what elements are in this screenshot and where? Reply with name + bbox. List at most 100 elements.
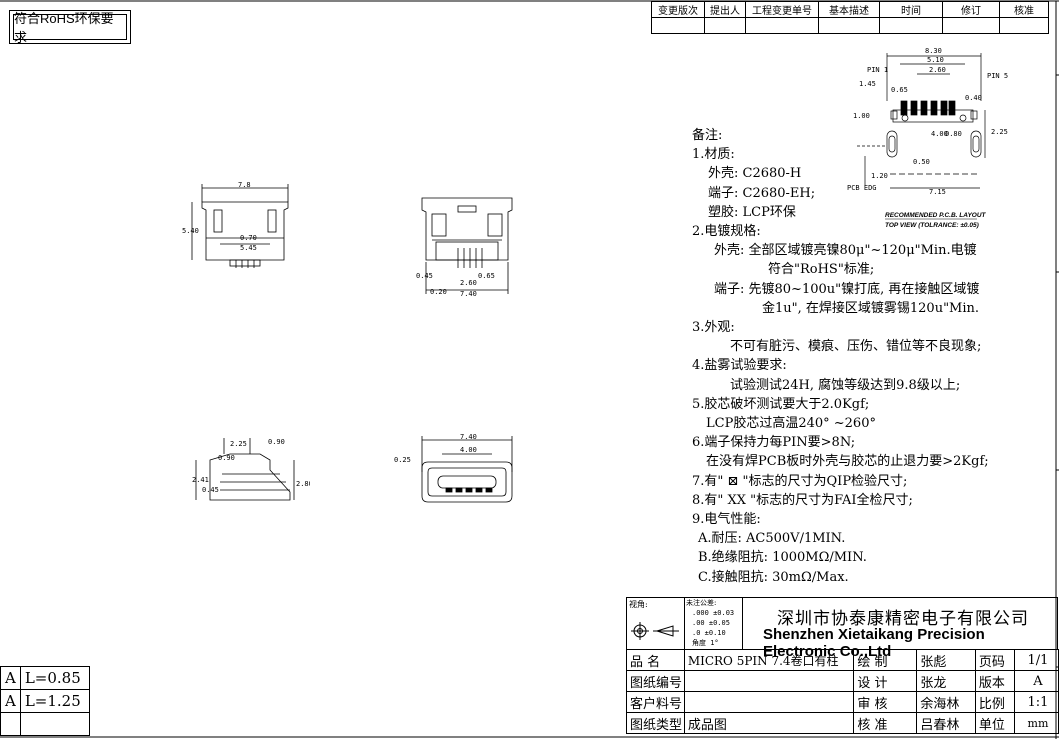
revision-empty-row [651, 17, 1049, 34]
bottom-dim-740: 7.40 [460, 290, 477, 298]
pcb-layout-drawing: 8.30 5.10 2.60 0.65 0.40 1.45 1.00 4.00 … [847, 47, 1008, 229]
rev-col-revise: 修订 [942, 1, 1000, 18]
note-line: 塑胶: LCP环保 [708, 204, 796, 220]
projection-symbol-icon [631, 622, 679, 640]
tb-label-approve: 核 准 [853, 712, 918, 734]
note-line: 5.胶芯破坏测试要大于2.0Kgf; [692, 396, 870, 412]
rohs-stamp: 符合RoHS环保要求 [9, 10, 131, 45]
tb-value-customer-pn [683, 691, 855, 713]
side-dim-090-top: 0.90 [268, 438, 285, 446]
variant-version: A [0, 689, 21, 713]
pcb-edge-label: PCB EDG [847, 184, 877, 192]
tolerance-row: .0 ±0.10 [692, 629, 726, 637]
note-line: 符合"RoHS"标准; [768, 262, 875, 278]
company-name-cn: 深圳市协泰康精密电子有限公司 [777, 609, 1029, 629]
pcb-dim-080: 0.80 [945, 130, 962, 138]
tb-label-page: 页码 [974, 649, 1015, 671]
rev-col-time: 时间 [879, 1, 943, 18]
tb-value-page: 1/1 [1013, 649, 1059, 671]
bottom-dim-260: 2.60 [460, 279, 477, 287]
title-row: 客户料号 审 核 余海林 比例 1:1 [626, 691, 1059, 713]
pcb-dim-225: 2.25 [991, 128, 1008, 136]
side-dim-090-left: 0.90 [218, 454, 235, 462]
note-line: 2.电镀规格: [692, 224, 761, 240]
revision-header-row: 变更版次 提出人 工程变更单号 基本描述 时间 修订 核准 [651, 1, 1049, 18]
tb-label-unit: 单位 [974, 712, 1015, 734]
pcb-dim-065: 0.65 [891, 86, 908, 94]
front-dim-545: 5.45 [240, 244, 257, 252]
tolerance-row: .000 ±0.03 [692, 609, 735, 617]
pcb-dim-040: 0.40 [965, 94, 982, 102]
front-view-drawing: 7.8 5.40 0.70 5.45 [182, 181, 289, 268]
note-line: 7.有" ⊠ "标志的尺寸为QIP检验尺寸; [692, 473, 908, 489]
tb-value-version: A [1013, 670, 1059, 692]
variant-length: L=0.85 [19, 666, 90, 690]
tb-value-unit: mm [1013, 712, 1059, 734]
note-line: A.耐压: AC500V/1MIN. [698, 531, 846, 547]
note-line: 不可有脏污、模痕、压伤、错位等不良现象; [730, 339, 982, 355]
notes-block: 备注: 1.材质: 外壳: C2680-H 端子: C2680-EH; 塑胶: … [692, 126, 1052, 587]
rev-col-proposer: 提出人 [704, 1, 746, 18]
pcb-dim-510: 5.10 [927, 56, 944, 64]
pcb-pin5-label: PIN 5 [987, 72, 1008, 80]
bottom-dim-020: 0.20 [430, 288, 447, 296]
face-dim-400: 4.00 [460, 446, 477, 454]
variant-row: A L=0.85 [0, 666, 90, 690]
front-dim-540: 5.40 [182, 227, 199, 235]
pcb-dim-145: 1.45 [859, 80, 876, 88]
note-line: B.绝缘阻抗: 1000MΩ/MIN. [698, 550, 867, 566]
bottom-view-drawing: 0.65 2.60 7.40 0.45 0.20 [416, 197, 513, 298]
note-line: 端子: C2680-EH; [708, 185, 816, 201]
note-line: 金1u", 在焊接区域镀雾锡120u"Min. [762, 300, 980, 316]
note-line: 试验测试24H, 腐蚀等级达到9.8级以上; [730, 377, 961, 393]
pcb-dim-260: 2.60 [929, 66, 946, 74]
tb-label-customer-pn: 客户料号 [626, 691, 685, 713]
face-dim-740: 7.40 [460, 433, 477, 441]
tb-value-name: MICRO 5PIN 7.4卷口有柱 [683, 649, 855, 671]
note-line: C.接触阻抗: 30mΩ/Max. [698, 569, 849, 585]
tb-value-approve: 吕春林 [916, 712, 976, 734]
tb-value-review: 余海林 [916, 691, 976, 713]
view-angle-cell: 视角: [627, 598, 685, 650]
title-row: 图纸类型 成品图 核 准 吕春林 单位 mm [626, 712, 1059, 734]
notes-heading: 备注: [692, 128, 723, 143]
pcb-pin1-label: PIN 1 [867, 66, 888, 74]
pcb-layout-subtitle: TOP VIEW (TOLRANCE: ±0.05) [885, 222, 979, 229]
pcb-layout-title: RECOMMENDED P.C.B. LAYOUT [885, 212, 987, 219]
rev-col-ecn: 工程变更单号 [745, 1, 819, 18]
pcb-dim-400: 4.00 [931, 130, 948, 138]
note-line: 6.端子保持力每PIN要>8N; [692, 435, 856, 451]
tb-value-drawing-no [683, 670, 855, 692]
note-line: LCP胶芯过高温240° ~260° [706, 416, 876, 432]
tb-label-review: 审 核 [853, 691, 918, 713]
pcb-dim-830: 8.30 [925, 47, 942, 55]
front-dim-070: 0.70 [240, 234, 257, 242]
tb-label-design: 设 计 [853, 670, 918, 692]
title-row: 图纸编号 设 计 张龙 版本 A [626, 670, 1059, 692]
note-line: 4.盐雾试验要求: [692, 358, 787, 374]
tb-value-draw: 张彪 [916, 649, 976, 671]
side-dim-045: 0.45 [202, 486, 219, 494]
variant-row [0, 712, 90, 736]
pcb-dim-050: 0.50 [913, 158, 930, 166]
tolerance-row: .00 ±0.05 [692, 619, 730, 627]
front-dim-78: 7.8 [238, 181, 251, 189]
tb-label-name: 品 名 [626, 649, 685, 671]
note-line: 3.外观: [692, 320, 735, 336]
view-angle-label: 视角: [629, 600, 648, 609]
pcb-dim-120: 1.20 [871, 172, 888, 180]
tolerance-cell: 未注公差: .000 ±0.03 .00 ±0.05 .0 ±0.10 角度 1… [684, 598, 743, 650]
revision-table: 变更版次 提出人 工程变更单号 基本描述 时间 修订 核准 [651, 1, 1049, 34]
note-line: 外壳: C2680-H [708, 166, 802, 182]
tb-label-drawing-no: 图纸编号 [626, 670, 685, 692]
note-line: 1.材质: [692, 147, 735, 163]
side-dim-225: 2.25 [230, 440, 247, 448]
tb-value-design: 张龙 [916, 670, 976, 692]
note-line: 端子: 先镀80~100u"镍打底, 再在接触区域镀 [714, 281, 980, 297]
title-row: 品 名 MICRO 5PIN 7.4卷口有柱 绘 制 张彪 页码 1/1 [626, 649, 1059, 671]
side-view-drawing: 2.25 0.90 0.90 2.41 0.45 2.80 [192, 438, 310, 501]
rev-col-approve: 核准 [999, 1, 1049, 18]
face-dim-025: 0.25 [394, 456, 411, 464]
rev-col-desc: 基本描述 [818, 1, 880, 18]
length-variant-table: A L=0.85 A L=1.25 [0, 666, 90, 736]
